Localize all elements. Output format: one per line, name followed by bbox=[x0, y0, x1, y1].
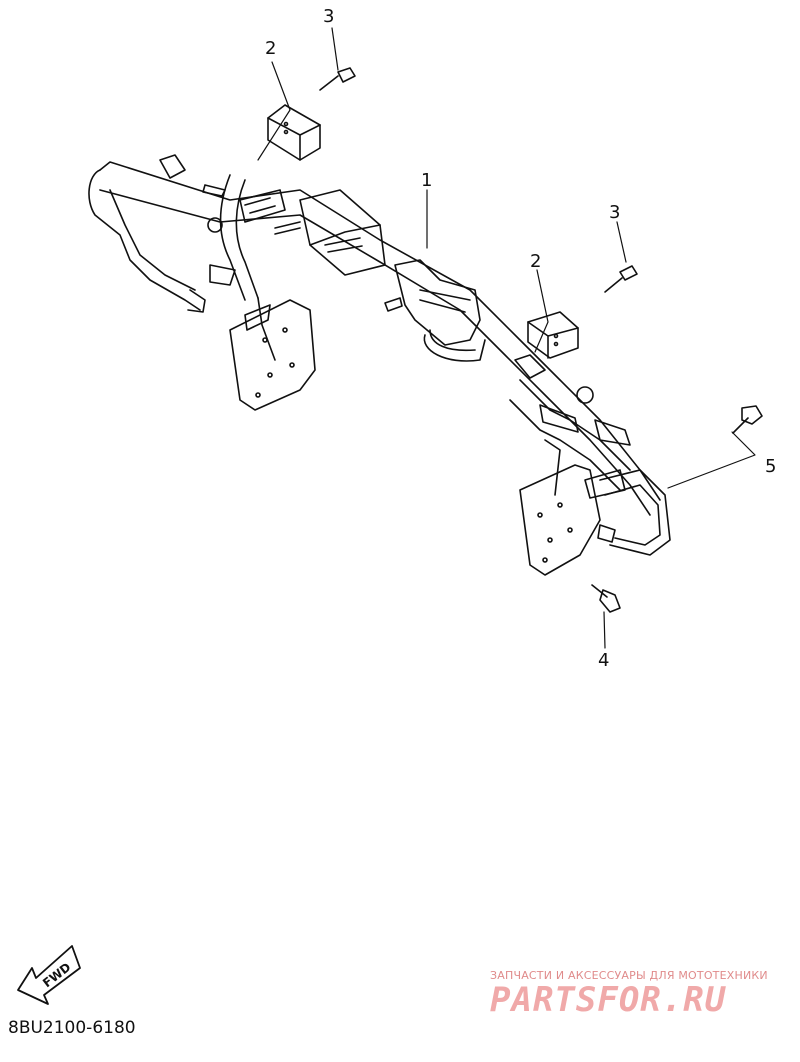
leader-part-3-right bbox=[616, 221, 627, 263]
front-frame-assembly bbox=[88, 154, 671, 576]
callout-part-1: 1 bbox=[421, 170, 433, 191]
bolt-bottom bbox=[591, 584, 621, 613]
leader-part-4 bbox=[603, 611, 606, 649]
leader-part-5 bbox=[667, 431, 756, 489]
leader-part-2-right bbox=[534, 269, 549, 353]
bolt-right bbox=[732, 405, 763, 434]
drawing-code: 8BU2100-6180 bbox=[8, 1018, 136, 1038]
rubber-damper-right bbox=[527, 311, 579, 359]
leader-lines bbox=[257, 27, 756, 649]
rubber-damper-left bbox=[267, 104, 321, 161]
callout-part-5: 5 bbox=[765, 456, 777, 477]
leader-part-3-left bbox=[331, 27, 339, 71]
callout-part-2-right: 2 bbox=[530, 251, 542, 272]
callout-part-4: 4 bbox=[598, 650, 610, 671]
screw-left bbox=[319, 67, 356, 91]
callout-part-3-right: 3 bbox=[609, 202, 621, 223]
watermark-logo: PARTSFOR.RU bbox=[490, 980, 727, 1020]
callout-part-2-left: 2 bbox=[265, 38, 277, 59]
screw-right bbox=[604, 265, 638, 293]
fwd-arrow bbox=[17, 945, 81, 1005]
watermark-tagline: ЗАПЧАСТИ И АКСЕССУАРЫ ДЛЯ МОТОТЕХНИКИ bbox=[490, 969, 768, 982]
leader-part-2-left bbox=[257, 61, 291, 161]
callout-part-3-left: 3 bbox=[323, 6, 335, 27]
